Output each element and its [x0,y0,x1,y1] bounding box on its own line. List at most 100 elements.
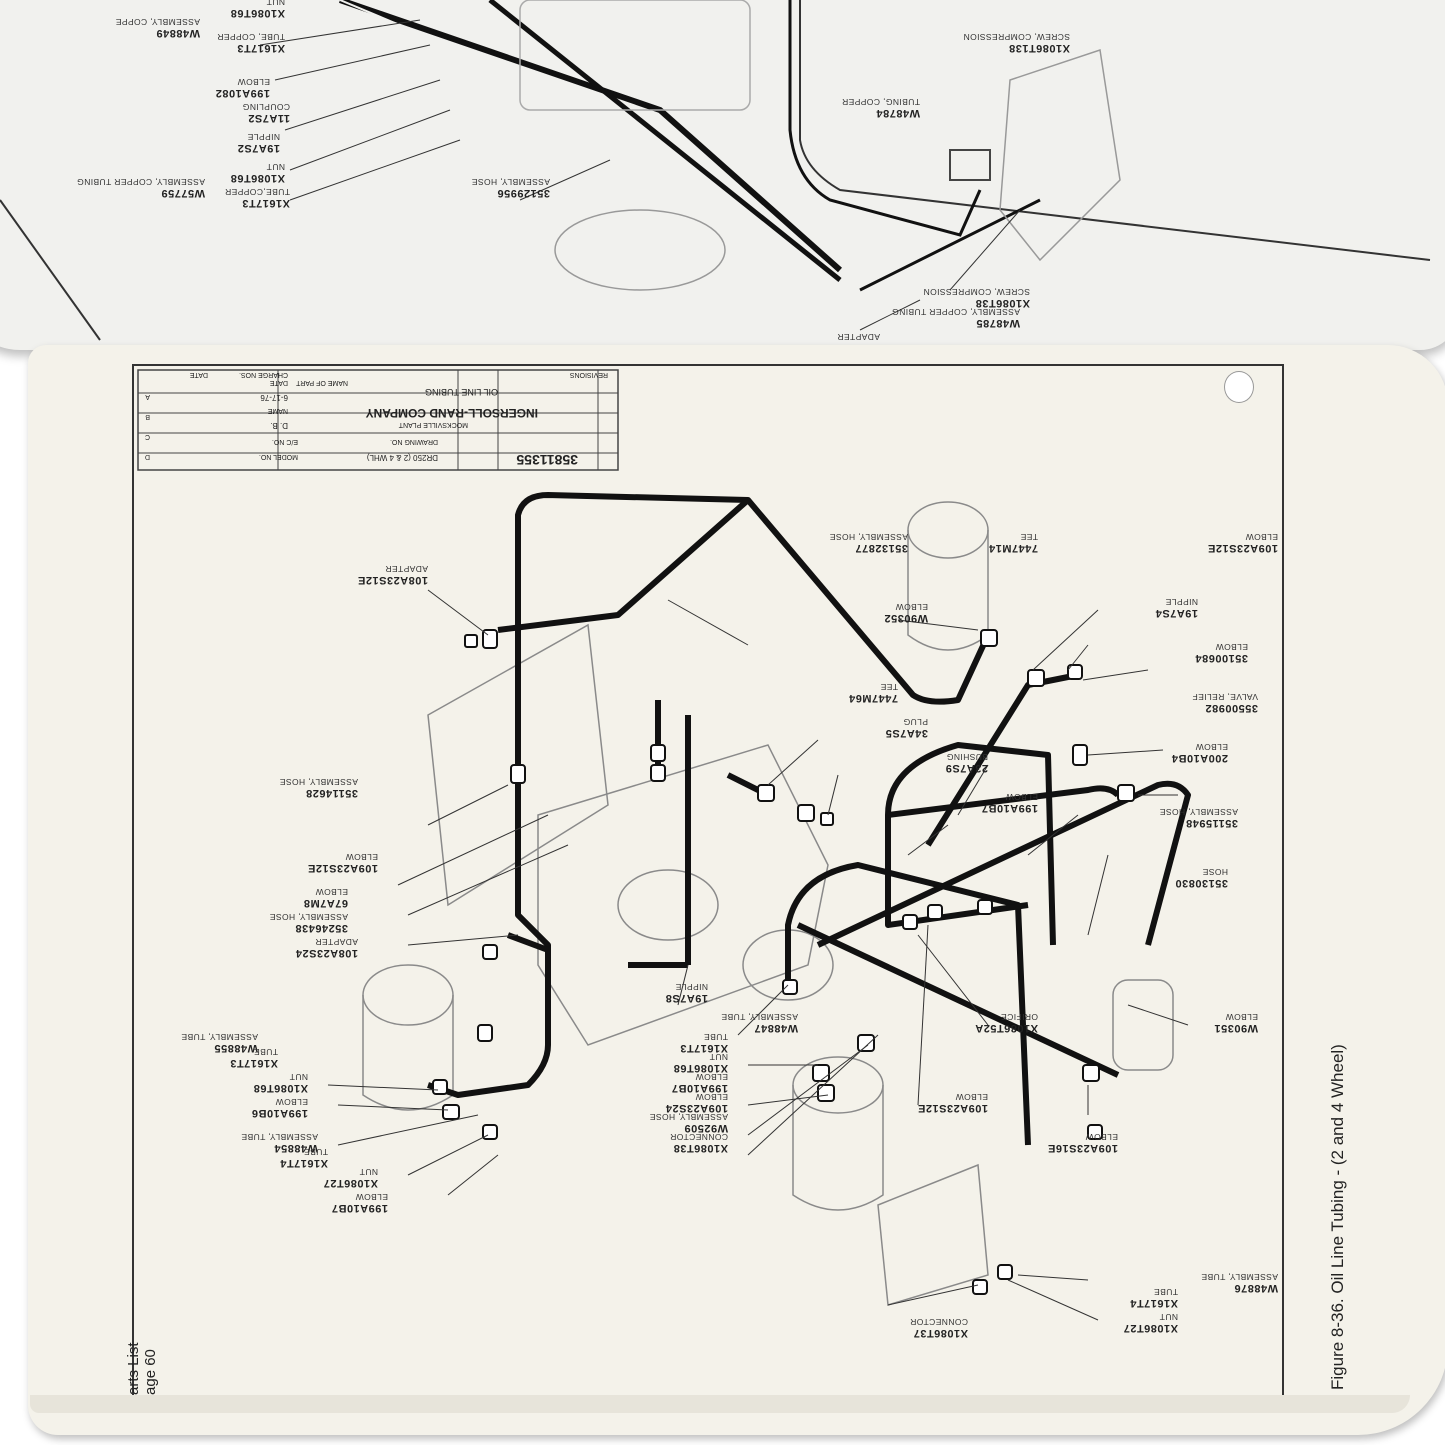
part-description: CONNECTOR [910,1317,968,1327]
part-number: 35115948 [1186,817,1238,829]
plant-name: MOCKSVILLE PLANT [398,421,468,428]
part-name: OIL LINE TUBING [425,387,498,397]
part-description: NUT [359,1167,378,1177]
date-value: 6-17-76 [260,393,288,402]
previous-page-part-number: X1086T68 [230,172,285,184]
company-name: INGERSOLL-RAND COMPANY [366,406,538,420]
part-description: TUBE [704,1032,728,1042]
previous-page-part-number: 199A1082 [215,87,270,99]
previous-page-part-number: 11A7S2 [248,112,290,124]
previous-page-part-number: X1617T3 [237,42,285,54]
part-number: X1086T27 [323,1177,378,1189]
part-description: NUT [709,1052,728,1062]
part-number: 35500982 [1205,702,1258,714]
previous-page-part-description: ASSEMBLY, COPPER TUBING [892,307,1020,317]
tube-line [788,0,982,237]
date-label: DATE [270,379,288,386]
part-number: W92509 [684,1122,728,1134]
part-description: ELBOW [1195,742,1228,752]
part-description: ELBOW [1085,1132,1118,1142]
row-d: D [145,453,150,460]
part-number: W90351 [1214,1022,1258,1034]
part-number: X1617T4 [279,1157,328,1169]
tubing-lines [427,492,1191,1146]
part-description: TEE [880,682,898,692]
part-number: 199A10B7 [981,802,1038,814]
part-description: TUBE [254,1047,278,1057]
part-number: 67A7M8 [303,897,348,909]
part-description: BUSHING [946,752,988,762]
part-number: 7447M14 [988,542,1038,554]
previous-page-part-number: X1086T38 [975,297,1030,309]
previous-page-part-number: W48784 [876,107,920,119]
part-description: ASSEMBLY, TUBE [181,1032,258,1042]
equipment-outlines [362,501,1174,1306]
revisions-header: REVISIONS [570,371,608,378]
name-label: NAME [267,407,288,414]
previous-page-part-description: TUBING, COPPER [842,97,920,107]
part-number: 35100684 [1195,652,1248,664]
part-description: ASSEMBLY, HOSE [649,1112,728,1122]
part-number: 35246438 [295,922,348,934]
part-number: W48847 [754,1022,798,1034]
part-number: X1086T52A [975,1022,1038,1034]
previous-page-part-description: TUBE, COPPER [217,32,285,42]
part-number: 19A7S4 [1155,607,1198,619]
previous-page-part-description: SCREW, COMPRESSION [923,287,1030,297]
previous-page-part-description: SCREW, COMPRESSION [963,32,1070,42]
part-description: ELBOW [1225,1012,1258,1022]
part-number: 109A23S12E [918,1102,988,1114]
previous-page-part-number: X1617T3 [242,197,290,209]
previous-page-part-description: ASSEMBLY, COPPER TUBING [77,177,205,187]
part-number: X1086T38 [673,1142,728,1154]
part-number: W48855 [214,1042,258,1054]
part-description: ASSEMBLY, TUBE [241,1132,318,1142]
part-description: NUT [1159,1312,1178,1322]
part-number: 109A23S16E [1048,1142,1118,1154]
part-description: TUBE [304,1147,328,1157]
part-description: ASSEMBLY, HOSE [829,532,908,542]
part-number: 35132877 [855,542,908,554]
part-description: CONNECTOR [670,1132,728,1142]
tank-outline [554,209,726,291]
previous-page-part-number: 19A7S2 [237,142,280,154]
name-of-part-label: NAME OF PART [295,379,348,386]
ec-no-label: E/C NO. [272,438,298,445]
part-description: HOSE [1202,867,1228,877]
tube-line [339,0,842,273]
leader-lines [327,589,1189,1321]
previous-page-part-number: X1086T138 [1009,42,1070,54]
